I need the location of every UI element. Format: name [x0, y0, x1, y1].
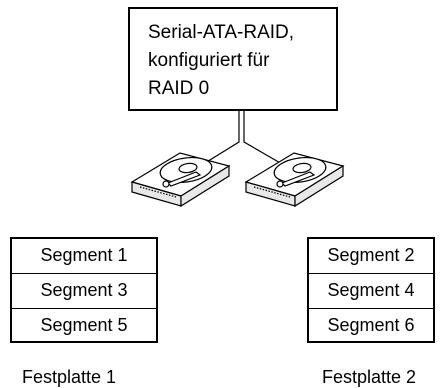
segment-cell: Segment 2: [309, 239, 433, 274]
disk-2-label: Festplatte 2: [322, 367, 417, 387]
segment-cell: Segment 1: [12, 239, 156, 274]
segment-cell: Segment 4: [309, 274, 433, 309]
disk-2-segment-table: Segment 2 Segment 4 Segment 6: [307, 237, 435, 343]
segment-cell: Segment 6: [327, 315, 415, 335]
cable: [204, 111, 283, 165]
disk-1-segment-table: Segment 1 Segment 3 Segment 5: [10, 237, 158, 343]
raid-controller-box: Serial-ATA-RAID, konfiguriert für RAID 0: [128, 7, 338, 111]
hard-drive-left-icon: [130, 152, 231, 208]
segment-cell: Segment 5: [40, 315, 128, 335]
hard-drive-right-icon: [244, 152, 345, 208]
disk-1-label: Festplatte 1: [22, 367, 117, 387]
controller-line-1: Serial-ATA-RAID,: [148, 22, 295, 43]
segment-cell: Segment 3: [12, 274, 156, 309]
controller-line-3: RAID 0: [148, 78, 210, 99]
controller-line-2: konfiguriert für: [148, 50, 270, 71]
